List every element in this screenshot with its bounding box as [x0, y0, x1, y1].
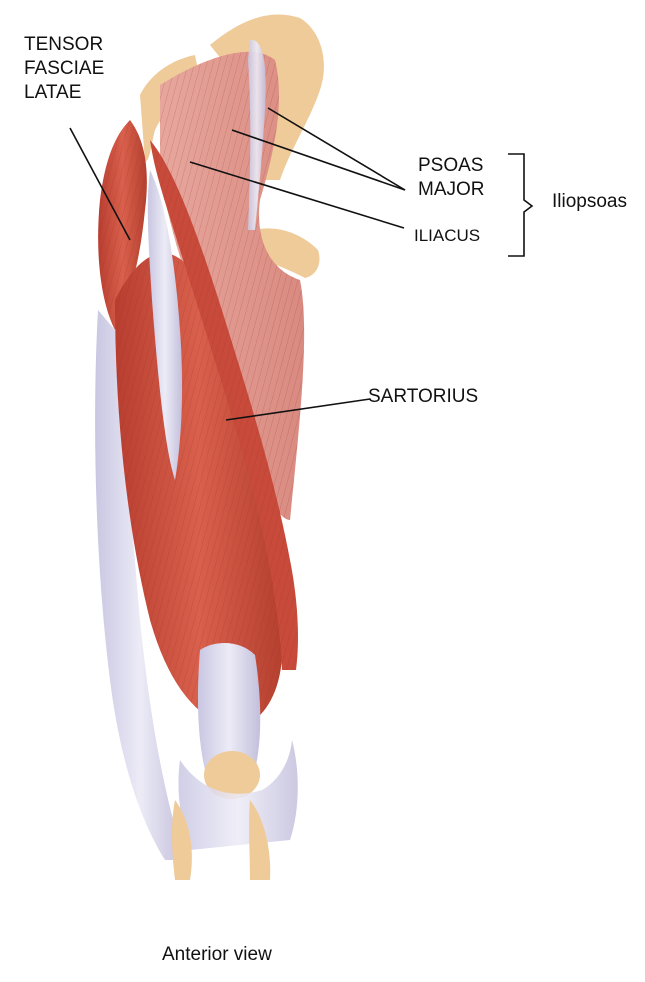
label-iliopsoas: Iliopsoas: [552, 191, 627, 212]
label-psoas-major-line-1: PSOAS: [418, 155, 484, 176]
iliacus-psoas-muscle: [160, 39, 305, 521]
label-psoas-major-line-2: MAJOR: [418, 179, 485, 200]
leader-line-sartorius: [225, 398, 371, 421]
leader-line-psoas-major-1: [267, 107, 406, 191]
label-tensor-fasciae-latae-line-3: LATAE: [24, 82, 82, 103]
label-tensor-fasciae-latae: TENSOR FASCIAE LATAE: [24, 33, 134, 105]
label-psoas-major: PSOAS MAJOR: [418, 154, 485, 202]
leader-line-psoas-major-2: [231, 129, 406, 191]
label-tensor-fasciae-latae-line-1: TENSOR: [24, 34, 104, 55]
label-tensor-fasciae-latae-line-2: FASCIAE: [24, 58, 105, 79]
label-sartorius: SARTORIUS: [368, 386, 479, 407]
iliopsoas-bracket: [508, 153, 534, 257]
knee-region: [171, 643, 298, 880]
leader-line-tensor-fasciae-latae: [69, 127, 131, 241]
sartorius-muscle: [150, 140, 298, 670]
figure-caption: Anterior view: [162, 944, 272, 965]
iliotibial-band: [95, 310, 185, 860]
leader-lines: [69, 107, 534, 421]
label-iliacus: ILIACUS: [414, 226, 481, 245]
quadriceps-muscle: [115, 170, 283, 730]
leader-line-iliacus: [189, 161, 405, 229]
